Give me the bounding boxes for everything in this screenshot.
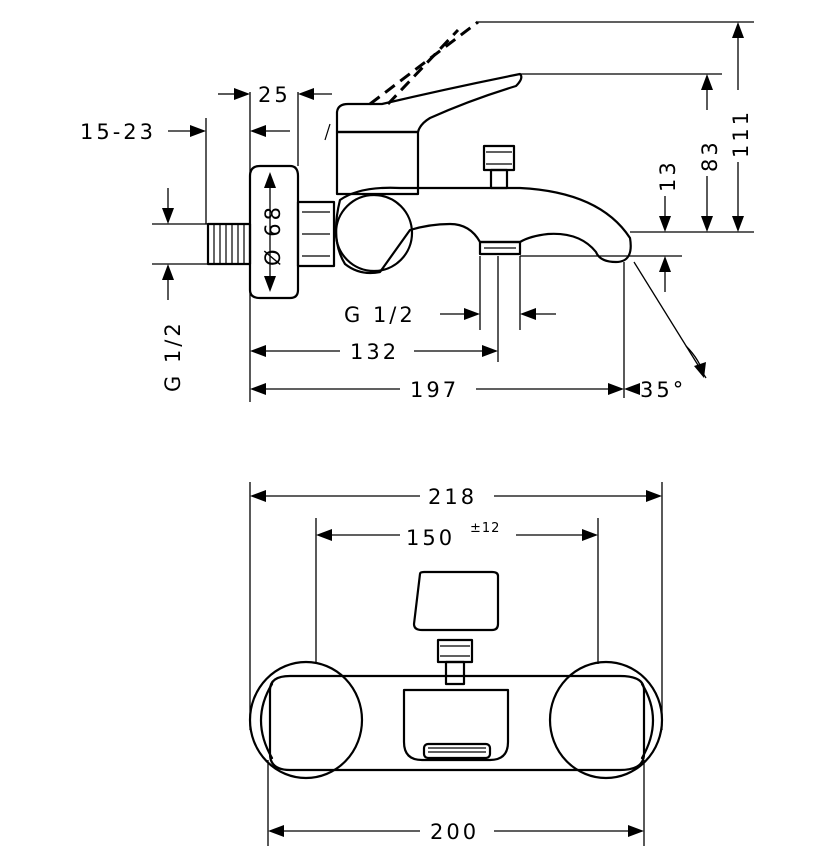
dim-200: 200 [430, 820, 479, 844]
left-rosette [248, 660, 364, 780]
dim-150-tolerance: ±12 [470, 521, 500, 536]
right-rosette [548, 660, 664, 780]
side-view-labels: 25 15-23 Ø 68 G 1/2 G 1/2 132 197 35° 13… [80, 83, 753, 402]
side-view: 25 15-23 Ø 68 G 1/2 G 1/2 132 197 35° 13… [80, 20, 754, 402]
front-lever [412, 570, 500, 632]
dim-197: 197 [410, 378, 459, 402]
extension-lines [152, 21, 754, 402]
connector-nut [296, 200, 336, 268]
dim-218: 218 [428, 485, 477, 509]
dim-15-23: 15-23 [80, 120, 156, 144]
dim-diameter-68: Ø 68 [261, 204, 285, 266]
dim-thread-outlet: G 1/2 [344, 303, 416, 327]
front-view: 218 150 ±12 200 [248, 482, 664, 846]
dim-25: 25 [258, 83, 291, 107]
dim-angle-35: 35° [640, 378, 686, 402]
central-housing [402, 688, 510, 762]
dim-111: 111 [729, 109, 753, 158]
dim-83: 83 [698, 139, 722, 172]
dimension-lines [162, 22, 744, 395]
dim-150: 150 [406, 526, 455, 550]
lever-handle [324, 20, 523, 141]
dim-132: 132 [350, 340, 399, 364]
diverter-knob [482, 144, 516, 190]
dim-thread-left: G 1/2 [161, 320, 185, 392]
front-diverter-knob [436, 638, 474, 686]
dim-13: 13 [656, 159, 680, 192]
wall-rosette [248, 164, 300, 300]
front-outlet [422, 742, 492, 760]
wall-thread-nipple [206, 222, 252, 266]
